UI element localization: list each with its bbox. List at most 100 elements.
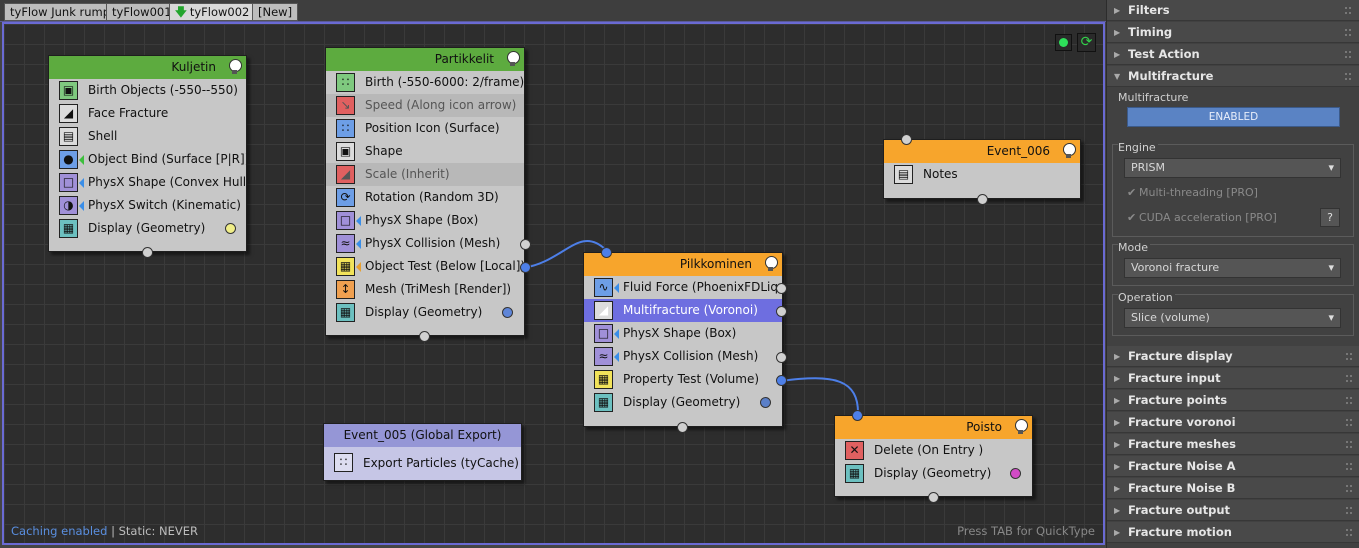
multithreading-checkbox[interactable]: ✔Multi-threading [PRO] bbox=[1127, 186, 1258, 199]
operator-row[interactable]: ≈PhysX Collision (Mesh) bbox=[584, 345, 782, 368]
rollout-test-action[interactable]: ▶Test Action bbox=[1107, 44, 1359, 65]
output-port[interactable] bbox=[142, 247, 153, 258]
test-output-port-object-test[interactable] bbox=[520, 262, 531, 273]
input-port[interactable] bbox=[852, 410, 863, 421]
operator-row[interactable]: □PhysX Shape (Box) bbox=[326, 209, 524, 232]
grip-icon[interactable] bbox=[1346, 529, 1352, 536]
enabled-toggle-button[interactable]: ENABLED bbox=[1127, 107, 1340, 127]
grip-icon[interactable] bbox=[1346, 397, 1352, 404]
operator-row[interactable]: ▦Display (Geometry) bbox=[835, 462, 1032, 485]
tab-tyflow001[interactable]: tyFlow001 bbox=[106, 3, 178, 21]
display-color-swatch[interactable] bbox=[502, 307, 513, 318]
operator-row[interactable]: ∷Position Icon (Surface) bbox=[326, 117, 524, 140]
event-node-event005[interactable]: Event_005 (Global Export) ∷Export Partic… bbox=[323, 423, 522, 481]
operator-row[interactable]: ▣Shape bbox=[326, 140, 524, 163]
rollout-fracture-input[interactable]: ▶Fracture input bbox=[1107, 368, 1359, 389]
grip-icon[interactable] bbox=[1345, 7, 1351, 14]
rollout-filters[interactable]: ▶Filters bbox=[1107, 0, 1359, 21]
tab-tyflow-junk-rumpu[interactable]: tyFlow Junk rumpu bbox=[4, 3, 124, 21]
node-header[interactable]: Event_005 (Global Export) bbox=[324, 424, 521, 447]
operator-row[interactable]: ▤Shell bbox=[49, 125, 246, 148]
grip-icon[interactable] bbox=[1346, 485, 1352, 492]
rollout-multifracture[interactable]: ▼Multifracture bbox=[1107, 66, 1359, 87]
bulb-icon[interactable] bbox=[229, 59, 242, 74]
refresh-button[interactable]: ⟳ bbox=[1077, 33, 1096, 52]
output-port[interactable] bbox=[677, 422, 688, 433]
node-header[interactable]: Event_006 bbox=[884, 140, 1080, 163]
rollout-fracture-noise-a[interactable]: ▶Fracture Noise A bbox=[1107, 456, 1359, 477]
display-color-swatch[interactable] bbox=[1010, 468, 1021, 479]
operator-row[interactable]: ▦Object Test (Below [Local]) bbox=[326, 255, 524, 278]
grip-icon[interactable] bbox=[1346, 441, 1352, 448]
operator-row[interactable]: ↘Speed (Along icon arrow) bbox=[326, 94, 524, 117]
grip-icon[interactable] bbox=[1345, 73, 1351, 80]
operator-row[interactable]: ▦Display (Geometry) bbox=[49, 217, 246, 240]
output-port[interactable] bbox=[928, 492, 939, 503]
flow-canvas[interactable]: ⟳ Kuljetin ▣Birth Objects (-550--550) ◢F… bbox=[2, 22, 1105, 545]
operator-row[interactable]: ≈PhysX Collision (Mesh) bbox=[326, 232, 524, 255]
test-output-port-property-test[interactable] bbox=[776, 375, 787, 386]
grip-icon[interactable] bbox=[1346, 419, 1352, 426]
operator-row[interactable]: ◢Scale (Inherit) bbox=[326, 163, 524, 186]
grip-icon[interactable] bbox=[1346, 507, 1352, 514]
display-color-swatch[interactable] bbox=[225, 223, 236, 234]
grip-icon[interactable] bbox=[1345, 51, 1351, 58]
rollout-fracture-motion[interactable]: ▶Fracture motion bbox=[1107, 522, 1359, 543]
operator-row[interactable]: ✕Delete (On Entry ) bbox=[835, 439, 1032, 462]
output-port[interactable] bbox=[419, 331, 430, 342]
rollout-fracture-display[interactable]: ▶Fracture display bbox=[1107, 346, 1359, 367]
mode-dropdown[interactable]: Voronoi fracture bbox=[1124, 258, 1341, 278]
grip-icon[interactable] bbox=[1346, 375, 1352, 382]
operation-dropdown[interactable]: Slice (volume) bbox=[1124, 308, 1341, 328]
operator-row[interactable]: ∷Export Particles (tyCache) bbox=[324, 447, 521, 479]
operator-row[interactable]: ∷Birth (-550-6000: 2/frame) bbox=[326, 71, 524, 94]
test-output-port-collision[interactable] bbox=[520, 239, 531, 250]
event-node-kuljetin[interactable]: Kuljetin ▣Birth Objects (-550--550) ◢Fac… bbox=[48, 55, 247, 258]
test-output-port-collision[interactable] bbox=[776, 352, 787, 363]
tab-new[interactable]: [New] bbox=[252, 3, 299, 21]
input-port[interactable] bbox=[601, 247, 612, 258]
bulb-icon[interactable] bbox=[765, 256, 778, 271]
operator-row[interactable]: ▦Property Test (Volume) bbox=[584, 368, 782, 391]
operator-row[interactable]: ↕Mesh (TriMesh [Render]) bbox=[326, 278, 524, 301]
operator-row[interactable]: ∿Fluid Force (PhoenixFDLiq... bbox=[584, 276, 782, 299]
operator-row[interactable]: ◑PhysX Switch (Kinematic) bbox=[49, 194, 246, 217]
operator-row[interactable]: ⟳Rotation (Random 3D) bbox=[326, 186, 524, 209]
node-header[interactable]: Partikkelit bbox=[326, 48, 524, 71]
grip-icon[interactable] bbox=[1345, 29, 1351, 36]
operator-row[interactable]: ▦Display (Geometry) bbox=[584, 391, 782, 414]
engine-dropdown[interactable]: PRISM bbox=[1124, 158, 1341, 178]
tab-tyflow002[interactable]: 🡇tyFlow002 bbox=[169, 3, 256, 21]
event-node-poisto[interactable]: Poisto ✕Delete (On Entry ) ▦Display (Geo… bbox=[834, 410, 1033, 503]
operator-row-selected[interactable]: ◢Multifracture (Voronoi) bbox=[584, 299, 782, 322]
cuda-checkbox[interactable]: ✔CUDA acceleration [PRO] bbox=[1127, 211, 1277, 224]
operator-row[interactable]: ●Object Bind (Surface [P|R]) bbox=[49, 148, 246, 171]
cache-status-button[interactable] bbox=[1055, 34, 1072, 51]
operator-row[interactable]: ▦Display (Geometry) bbox=[326, 301, 524, 324]
operator-row[interactable]: ◢Face Fracture bbox=[49, 102, 246, 125]
rollout-fracture-meshes[interactable]: ▶Fracture meshes bbox=[1107, 434, 1359, 455]
test-output-port-multifracture[interactable] bbox=[776, 306, 787, 317]
test-output-port-fluid-force[interactable] bbox=[776, 283, 787, 294]
rollout-timing[interactable]: ▶Timing bbox=[1107, 22, 1359, 43]
grip-icon[interactable] bbox=[1346, 463, 1352, 470]
bulb-icon[interactable] bbox=[1063, 143, 1076, 158]
display-color-swatch[interactable] bbox=[760, 397, 771, 408]
rollout-fracture-noise-b[interactable]: ▶Fracture Noise B bbox=[1107, 478, 1359, 499]
node-header[interactable]: Pilkkominen bbox=[584, 253, 782, 276]
node-header[interactable]: Kuljetin bbox=[49, 56, 246, 79]
event-node-event006[interactable]: Event_006 ▤Notes bbox=[883, 134, 1081, 205]
rollout-fracture-points[interactable]: ▶Fracture points bbox=[1107, 390, 1359, 411]
input-port[interactable] bbox=[901, 134, 912, 145]
bulb-icon[interactable] bbox=[507, 51, 520, 66]
operator-row[interactable]: ▤Notes bbox=[884, 163, 1080, 186]
operator-row[interactable]: ▣Birth Objects (-550--550) bbox=[49, 79, 246, 102]
event-node-pilkkominen[interactable]: Pilkkominen ∿Fluid Force (PhoenixFDLiq..… bbox=[583, 247, 787, 433]
grip-icon[interactable] bbox=[1346, 353, 1352, 360]
rollout-fracture-voronoi[interactable]: ▶Fracture voronoi bbox=[1107, 412, 1359, 433]
help-button[interactable]: ? bbox=[1320, 208, 1340, 227]
operator-row[interactable]: □PhysX Shape (Box) bbox=[584, 322, 782, 345]
bulb-icon[interactable] bbox=[1015, 419, 1028, 434]
node-header[interactable]: Poisto bbox=[835, 416, 1032, 439]
rollout-fracture-output[interactable]: ▶Fracture output bbox=[1107, 500, 1359, 521]
